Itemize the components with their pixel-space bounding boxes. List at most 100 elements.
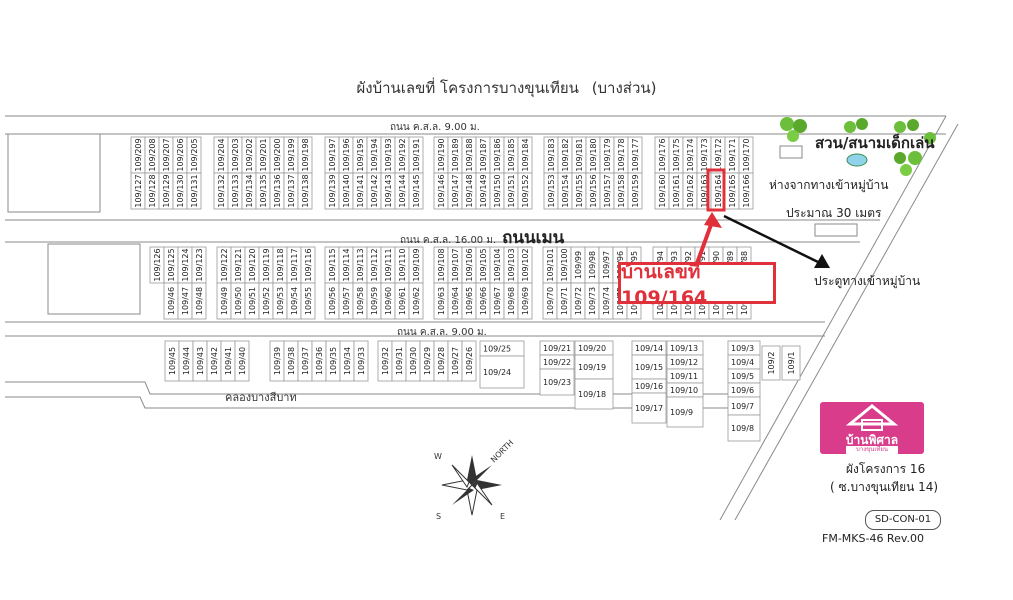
lot-number: 109/101: [546, 248, 555, 281]
lot-number: 109/146: [437, 174, 446, 207]
lot-number: 109/208: [148, 138, 157, 171]
lot-number: 109/111: [384, 248, 393, 281]
lot-number: 109/144: [398, 174, 407, 207]
lot-number: 109/182: [561, 138, 570, 171]
lot-number: 109/41: [224, 347, 233, 375]
lot-number: 109/160: [658, 174, 667, 207]
lot-number: 109/74: [602, 287, 611, 315]
lot-number: 109/113: [356, 248, 365, 281]
road-name-main: ถนนเมน: [502, 228, 565, 248]
lot-number: 109/204: [217, 138, 226, 171]
lot-number: 109/21: [543, 344, 571, 353]
compass-east: E: [500, 512, 505, 521]
lot-number: 109/125: [167, 248, 176, 281]
lot-number: 109/188: [465, 138, 474, 171]
lot-number: 109/62: [412, 287, 421, 315]
lot-cell: [479, 355, 525, 389]
lot-number: 109/183: [547, 138, 556, 171]
lot-number: 109/130: [176, 174, 185, 207]
lot-number: 109/151: [507, 174, 516, 207]
lot-number: 109/147: [451, 174, 460, 207]
highlight-lot-marker: [706, 168, 726, 212]
lot-number: 109/55: [304, 287, 313, 315]
lot-number: 109/108: [437, 248, 446, 281]
lot-cell: [186, 172, 202, 210]
lot-number: 109/137: [287, 174, 296, 207]
lot-number: 109/16: [635, 382, 663, 391]
road-label-top: ถนน ค.ส.ล. 9.00 ม.: [390, 122, 480, 133]
lot-cell: [631, 392, 667, 424]
lot-number: 109/152: [521, 174, 530, 207]
lot-number: 109/11: [670, 372, 698, 381]
lot-number: 109/166: [742, 174, 751, 207]
lot-number: 109/53: [276, 287, 285, 315]
lot-number: 109/56: [328, 287, 337, 315]
gate-label: ประตูทางเข้าหมู่บ้าน: [814, 274, 921, 288]
lot-number: 109/122: [220, 248, 229, 281]
lot-number: 109/30: [409, 347, 418, 375]
lot-number: 109/199: [287, 138, 296, 171]
form-code: FM-MKS-46 Rev.00: [822, 532, 925, 545]
lot-cell: [353, 340, 369, 382]
lot-number: 109/29: [423, 347, 432, 375]
lot-number: 109/67: [493, 287, 502, 315]
brand-logo-sub: บางขุนเทียน: [846, 446, 898, 454]
lot-number: 109/189: [451, 138, 460, 171]
compass-rose: NORTH W S E: [434, 438, 515, 521]
lot-number: 109/58: [356, 287, 365, 315]
lot-number: 109/135: [259, 174, 268, 207]
lot-number: 109/39: [273, 347, 282, 375]
lot-number: 109/98: [588, 251, 597, 279]
project-line-1: ผังโครงการ 16: [846, 462, 926, 476]
lot-cell: [408, 172, 424, 210]
lot-number: 109/106: [465, 248, 474, 281]
lot-number: 109/45: [168, 347, 177, 375]
lot-number: 109/159: [631, 174, 640, 207]
lot-number: 109/142: [370, 174, 379, 207]
lot-number: 109/51: [248, 287, 257, 315]
lot-number: 109/63: [437, 287, 446, 315]
lot-number: 109/105: [479, 248, 488, 281]
lot-number: 109/164: [714, 174, 723, 207]
lot-number: 109/177: [631, 138, 640, 171]
lot-number: 109/17: [635, 404, 663, 413]
lot-cell: [627, 172, 643, 210]
lot-number: 109/18: [578, 390, 606, 399]
lot-number: 109/31: [395, 347, 404, 375]
lot-number: 109/59: [370, 287, 379, 315]
lot-number: 109/202: [245, 138, 254, 171]
lot-number: 109/43: [196, 347, 205, 375]
park-trees: [779, 117, 936, 237]
lot-number: 109/139: [328, 174, 337, 207]
lot-number: 109/171: [728, 138, 737, 171]
lot-number: 109/2: [767, 351, 776, 374]
lot-number: 109/184: [521, 138, 530, 171]
lot-number: 109/25: [483, 345, 511, 354]
road-label-middle: ถนน ค.ส.ล. 16.00 ม.ถนนเมน: [400, 224, 564, 251]
lot-number: 109/120: [248, 248, 257, 281]
lot-number: 109/145: [412, 174, 421, 207]
lot-number: 109/127: [134, 174, 143, 207]
lot-number: 109/22: [543, 358, 571, 367]
lot-number: 109/32: [381, 347, 390, 375]
lot-number: 109/187: [479, 138, 488, 171]
lot-number: 109/134: [245, 174, 254, 207]
compass-north: NORTH: [489, 438, 515, 464]
road-outlines: [5, 115, 959, 521]
gate-arrow: [723, 214, 830, 268]
lot-number: 109/118: [276, 248, 285, 281]
lot-cell: [234, 340, 250, 382]
lot-number: 109/4: [731, 358, 754, 367]
lot-number: 109/47: [181, 287, 190, 315]
lot-cell: [727, 414, 761, 442]
lot-cell: [781, 345, 801, 381]
lot-cell: [517, 282, 533, 320]
lot-number: 109/115: [328, 248, 337, 281]
lot-number: 109/207: [162, 138, 171, 171]
distance-line-1: ห่างจากทางเข้าหมู่บ้าน: [769, 178, 889, 192]
lot-number: 109/13: [670, 344, 698, 353]
brand-logo-text: บ้านพิศาล: [845, 433, 899, 447]
lot-number: 109/191: [412, 138, 421, 171]
lot-number: 109/37: [301, 347, 310, 375]
lot-number: 109/198: [301, 138, 310, 171]
